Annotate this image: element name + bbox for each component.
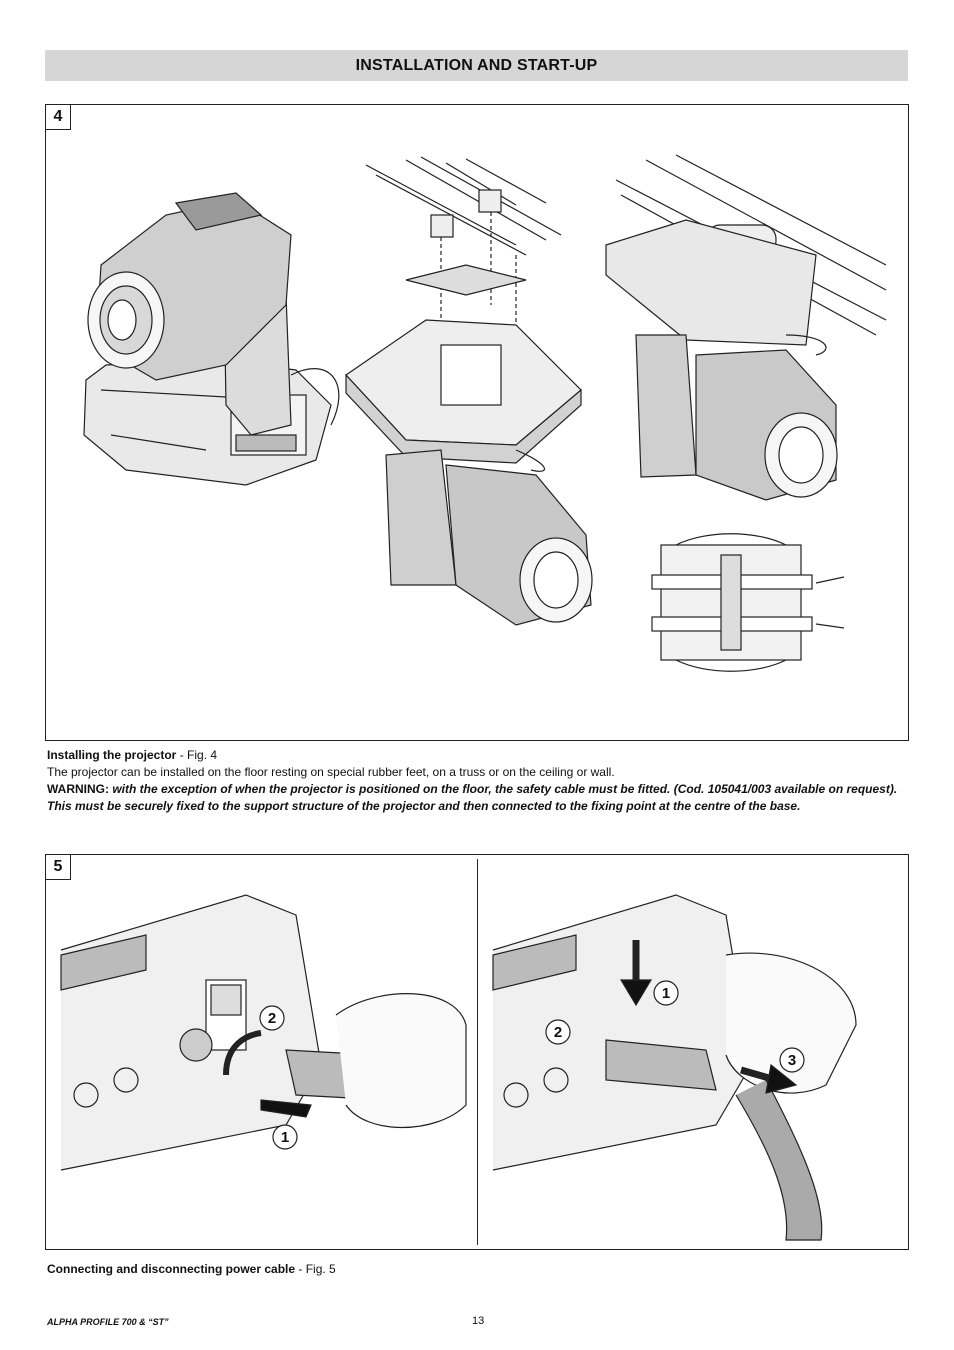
base-plan-drawing xyxy=(651,533,845,672)
footer-product: ALPHA PROFILE 700 & “ST” xyxy=(47,1317,169,1327)
caption-title: Installing the projector xyxy=(47,748,177,762)
warning-label: WARNING: xyxy=(47,782,109,796)
figure-number: 4 xyxy=(46,105,71,130)
floor-projector-drawing xyxy=(83,192,340,486)
hung-projector-drawing xyxy=(605,154,887,501)
caption-body: The projector can be installed on the fl… xyxy=(47,765,615,779)
figure-4: 4 xyxy=(45,104,909,741)
disconnect-cable-drawing xyxy=(492,894,857,1241)
caption-title: Connecting and disconnecting power cable xyxy=(47,1262,296,1276)
warning-text-1: with the exception of when the projector… xyxy=(109,782,898,796)
page-number: 13 xyxy=(472,1315,485,1327)
step-callouts xyxy=(259,980,805,1150)
figure-5-divider xyxy=(477,859,478,1245)
section-header: INSTALLATION AND START-UP xyxy=(45,50,908,81)
caption-ref: - Fig. 5 xyxy=(295,1262,336,1276)
step-label-3: 3 xyxy=(787,1051,797,1069)
section-title: INSTALLATION AND START-UP xyxy=(355,56,598,74)
figure-5: 5 2 1 1 2 3 xyxy=(45,854,909,1250)
caption-heading: Installing the projector - Fig. 4 xyxy=(47,747,907,764)
caption-ref: - Fig. 4 xyxy=(176,748,218,762)
warning-line-2: This must be securely fixed to the suppo… xyxy=(47,799,801,813)
figure-4-caption: Installing the projector - Fig. 4 The pr… xyxy=(47,747,907,815)
figure-5-caption: Connecting and disconnecting power cable… xyxy=(47,1261,907,1278)
step-label-1: 1 xyxy=(661,984,671,1002)
step-label-1: 1 xyxy=(280,1128,290,1146)
connect-cable-drawing xyxy=(60,894,467,1171)
figure-number: 5 xyxy=(46,855,71,880)
warning-line-1: WARNING: with the exception of when the … xyxy=(47,781,907,798)
step-label-2: 2 xyxy=(267,1009,277,1027)
step-label-2: 2 xyxy=(553,1023,563,1041)
figure-4-illustration xyxy=(83,154,887,672)
truss-projector-drawing xyxy=(345,156,593,626)
figure-5-illustration xyxy=(60,894,857,1241)
